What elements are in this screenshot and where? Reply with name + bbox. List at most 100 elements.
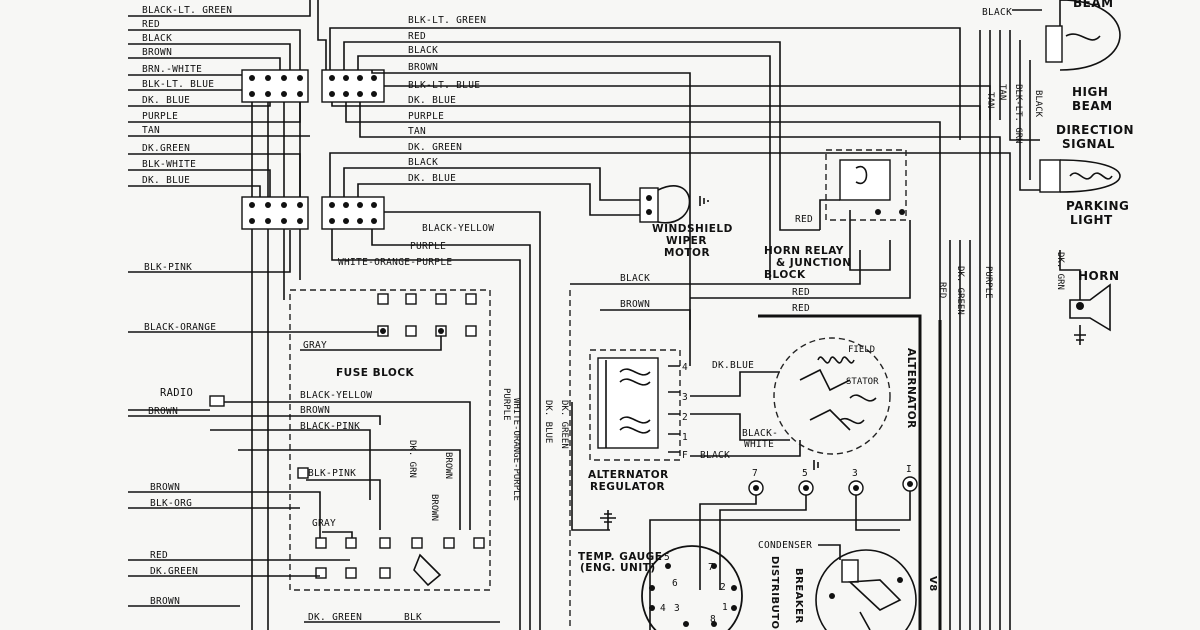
wire-label: BRN.-WHITE bbox=[142, 64, 202, 75]
center-wire-group: BLK-LT. GREEN RED BLACK BROWN BLK-LT. BL… bbox=[329, 15, 1011, 630]
wire-label: DK. BLUE bbox=[408, 173, 456, 184]
wiper-wire-group: BLACK-YELLOW PURPLE WHITE-ORANGE-PURPLE bbox=[331, 211, 541, 630]
regulator-terminal: F bbox=[682, 450, 688, 461]
breaker-label: BREAKER bbox=[793, 568, 804, 624]
fuse-label: GRAY bbox=[303, 340, 327, 351]
vertical-wire-label: WHITE-ORANGE-PURPLE bbox=[511, 398, 521, 501]
wire-label: BROWN bbox=[150, 482, 180, 493]
left-top-wire-group: BLACK-LT. GREEN RED BLACK BROWN BRN.-WHI… bbox=[128, 0, 311, 205]
wire-label: RED bbox=[795, 214, 813, 225]
wire-label: RED bbox=[142, 19, 160, 30]
fuse-label: BROWN bbox=[429, 494, 439, 521]
dist-number: 7 bbox=[708, 562, 714, 573]
fuse-label: BROWN bbox=[300, 405, 330, 416]
wire-label: DK. BLUE bbox=[142, 175, 190, 186]
wire-label: PURPLE bbox=[408, 111, 444, 122]
wire-label: PURPLE bbox=[142, 111, 178, 122]
connector-block-center-top bbox=[321, 69, 385, 103]
wire-label: TAN bbox=[408, 126, 426, 137]
regulator-terminal: 3 bbox=[682, 392, 688, 403]
vertical-wire-label: BLACK bbox=[1033, 90, 1043, 118]
wire-label: BLACK bbox=[620, 273, 650, 284]
wire-label: DK. BLUE bbox=[408, 95, 456, 106]
wire-label: DK.GREEN bbox=[142, 143, 190, 154]
post-number: 3 bbox=[852, 468, 858, 479]
wire-label: BROWN bbox=[150, 596, 180, 607]
fuse-label: BROWN bbox=[443, 452, 453, 479]
wire-label: BROWN bbox=[408, 62, 438, 73]
center-vertical-labels: PURPLE WHITE-ORANGE-PURPLE DK. BLUE DK. … bbox=[501, 388, 610, 531]
fuse-label: BLK-PINK bbox=[308, 468, 356, 479]
regulator-terminal: 4 bbox=[682, 362, 688, 373]
right-vertical-harness: BLACK TAN TAN BLK-LT. GRN BLACK DK. GRN … bbox=[937, 7, 1081, 630]
dist-number: 8 bbox=[710, 614, 716, 625]
fuse-label: BLK bbox=[404, 612, 422, 623]
dist-number: 4 bbox=[660, 603, 666, 614]
wire-label: BROWN bbox=[142, 47, 172, 58]
relay-wire-group: BLACK BROWN RED RED DK.BLUE BLACK-WHITE … bbox=[570, 220, 922, 630]
wire-label: BLACK bbox=[142, 33, 172, 44]
temp-gauge-label: TEMP. GAUGE(ENG. UNIT) bbox=[578, 551, 662, 574]
wire-label: RED bbox=[792, 287, 810, 298]
fuse-label: BLACK-PINK bbox=[300, 421, 360, 432]
fuse-block: GRAY FUSE BLOCK BLACK-YELLOW BROWN BLACK… bbox=[128, 289, 491, 591]
wire-label: BLK-ORG bbox=[150, 498, 192, 509]
wire-label: BLACK-LT. GREEN bbox=[142, 5, 232, 16]
wire-label: BLK-PINK bbox=[144, 262, 192, 273]
wire-label: PURPLE bbox=[410, 241, 446, 252]
vertical-wire-label: TAN bbox=[985, 92, 995, 108]
vertical-wire-label: DK. BLUE bbox=[543, 400, 553, 443]
wire-label: BLACK bbox=[982, 7, 1012, 18]
wire-label: DK.GREEN bbox=[150, 566, 198, 577]
vertical-wire-label: BLK-LT. GRN bbox=[1013, 84, 1023, 144]
distributor: 5 6 7 4 3 2 8 1 DISTRIBUTOR BREAKER COND… bbox=[641, 320, 942, 630]
fuse-label: BLACK-YELLOW bbox=[300, 390, 372, 401]
wire-label: RED bbox=[408, 31, 426, 42]
field-label: FIELD bbox=[848, 345, 875, 355]
vertical-wire-label: DK. GREEN bbox=[955, 266, 965, 315]
vertical-wire-label: PURPLE bbox=[501, 388, 511, 421]
vertical-wire-label: TAN bbox=[997, 84, 1007, 100]
wire-label: TAN bbox=[142, 125, 160, 136]
wire-label: BLACK bbox=[408, 45, 438, 56]
vertical-wire-label: PURPLE bbox=[983, 266, 993, 299]
regulator-terminal: 1 bbox=[682, 432, 688, 443]
wire-label: BLK-LT. GREEN bbox=[408, 15, 486, 26]
wire-label: BROWN bbox=[148, 406, 178, 417]
distributor-label: DISTRIBUTOR bbox=[769, 556, 780, 630]
temp-gauge: TEMP. GAUGE(ENG. UNIT) bbox=[578, 510, 662, 574]
dist-number: 1 bbox=[722, 602, 728, 613]
v8-label: V8 bbox=[927, 576, 938, 592]
fuse-block-title: FUSE BLOCK bbox=[336, 367, 415, 379]
regulator-terminal: 2 bbox=[682, 412, 688, 423]
wire-label: RED bbox=[792, 303, 810, 314]
dist-number: 2 bbox=[720, 582, 726, 593]
post-number: I bbox=[906, 464, 912, 475]
left-mid-wires: BLK-PINK BLACK-ORANGE RADIO BROWN bbox=[128, 230, 382, 417]
wire-label: BLK-WHITE bbox=[142, 159, 196, 170]
wire-label: RED bbox=[150, 550, 168, 561]
wire-label: DK. GREEN bbox=[408, 142, 462, 153]
wire-label: BLACK bbox=[700, 450, 730, 461]
wire-label: BLK-LT. BLUE bbox=[142, 79, 214, 90]
vertical-wire-label: DK. GREEN bbox=[559, 400, 569, 449]
dist-number: 3 bbox=[674, 603, 680, 614]
condenser-label: CONDENSER bbox=[758, 540, 812, 551]
wire-label: BLACK-ORANGE bbox=[144, 322, 216, 333]
post-number: 7 bbox=[752, 468, 758, 479]
wire-label: BLACK-WHITE bbox=[742, 428, 778, 450]
connector-block-center-mid bbox=[321, 196, 385, 230]
connector-block-left-mid bbox=[241, 196, 309, 230]
post-number: 5 bbox=[802, 468, 808, 479]
